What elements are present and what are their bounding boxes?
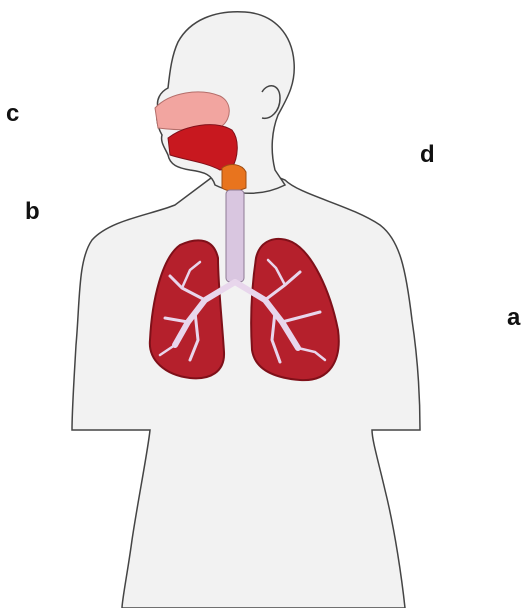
label-a: a bbox=[507, 306, 520, 330]
larynx bbox=[222, 165, 246, 191]
label-b: b bbox=[25, 200, 40, 224]
torso-outline bbox=[72, 170, 420, 608]
label-d: d bbox=[420, 143, 435, 167]
label-c: c bbox=[6, 102, 19, 126]
trachea bbox=[226, 190, 244, 282]
